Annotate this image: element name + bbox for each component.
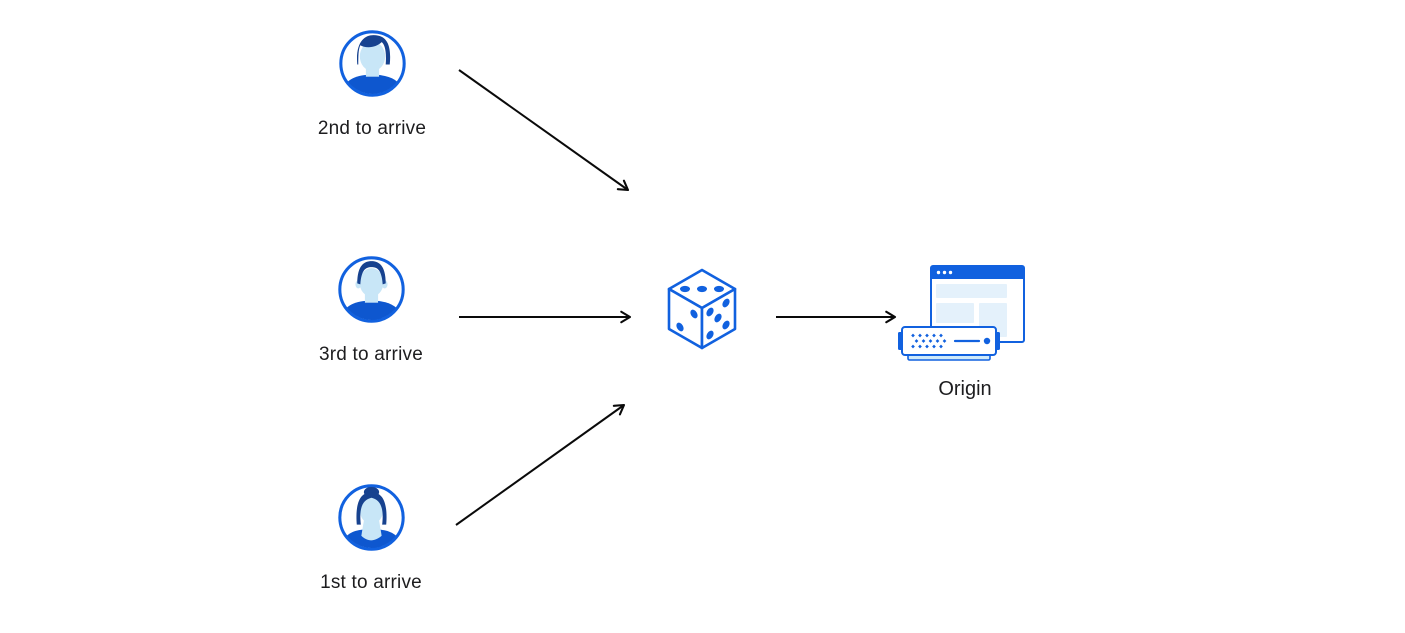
dice-icon: [667, 268, 737, 350]
avatar-woman-bun-icon: [337, 484, 405, 551]
random-steering-node: [666, 267, 738, 356]
client-label-2nd: 2nd to arrive: [317, 118, 427, 139]
origin-node: Origin: [890, 260, 1040, 410]
edge-2nd-to-dice-arrow: [458, 69, 630, 192]
client-node-1st: 1st to arrive: [286, 484, 456, 594]
edge-1st-to-dice-arrow: [455, 403, 626, 526]
client-node-3rd: 3rd to arrive: [286, 256, 456, 366]
client-node-2nd: 2nd to arrive: [287, 30, 457, 140]
server-icon: [898, 326, 1000, 361]
avatar-man-swept-hair-icon: [338, 30, 406, 97]
client-label-3rd: 3rd to arrive: [319, 344, 423, 365]
avatar-man-short-hair-icon: [337, 256, 405, 323]
client-label-1st: 1st to arrive: [320, 572, 422, 593]
origin-label: Origin: [938, 378, 992, 400]
